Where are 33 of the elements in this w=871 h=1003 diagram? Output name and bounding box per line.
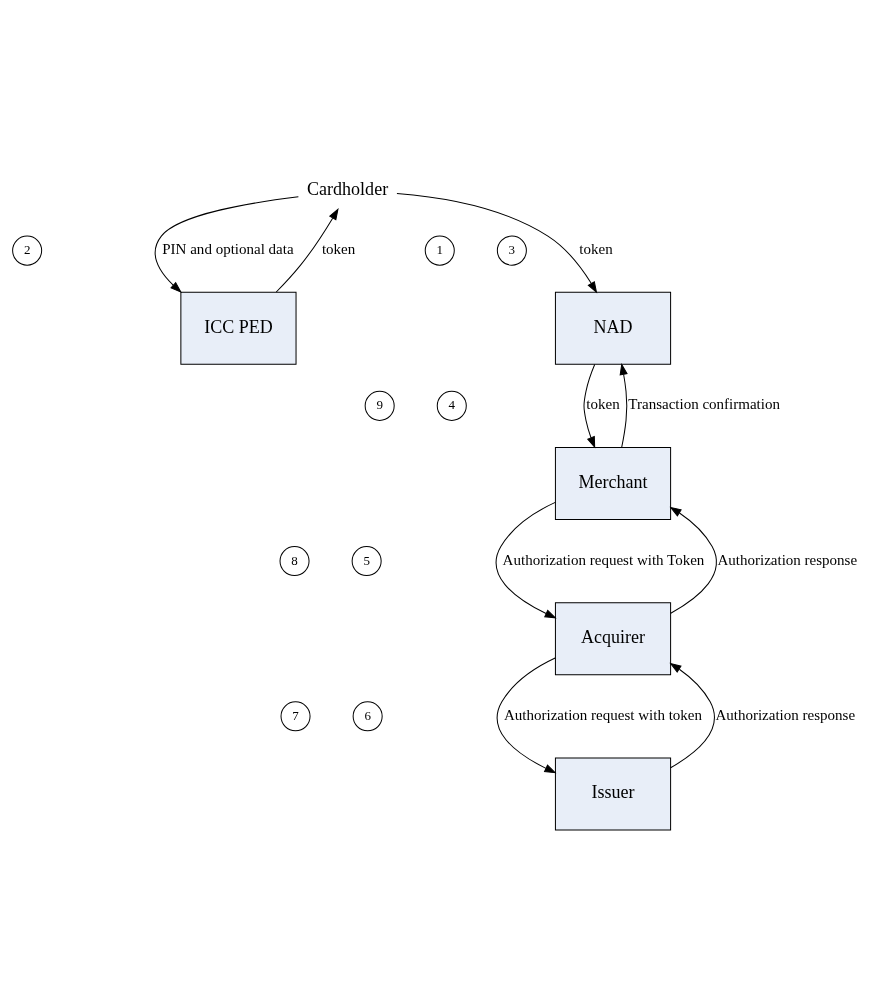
arrow	[670, 507, 717, 614]
arrow	[670, 663, 715, 769]
edge-label: Transaction confirmation	[628, 396, 780, 413]
node-box: Merchant	[554, 446, 672, 521]
arrow	[154, 196, 299, 293]
node-circle: 1	[424, 235, 455, 266]
node-box: NAD	[554, 291, 672, 365]
node-box: Acquirer	[554, 602, 672, 676]
arrow	[583, 364, 596, 448]
edge-label: Authorization response	[717, 551, 858, 568]
arrow	[396, 193, 597, 293]
node-circle: 7	[280, 701, 311, 732]
edge-label: token	[579, 241, 613, 258]
arrow	[619, 364, 628, 448]
node-box: Issuer	[554, 757, 672, 831]
node-circle: 6	[352, 701, 383, 732]
node-circle: 4	[436, 390, 467, 421]
node-text: Cardholder	[307, 179, 389, 200]
node-circle: 3	[496, 235, 527, 266]
edge-label: token	[586, 396, 620, 413]
edge-label: token	[321, 241, 356, 258]
arrow	[496, 657, 556, 774]
edge-label: Authorization response	[715, 706, 856, 723]
edge-label: Authorization request with token	[503, 706, 703, 723]
node-box: ICC PED	[180, 291, 297, 365]
node-circle: 8	[279, 546, 310, 577]
node-circle: 9	[364, 390, 395, 421]
arrow	[275, 208, 339, 293]
edge-label: PIN and optional data	[162, 241, 294, 258]
node-circle: 5	[351, 546, 382, 577]
edge-label: Authorization request with Token	[502, 551, 705, 568]
arrow	[495, 501, 556, 619]
node-circle: 2	[12, 235, 43, 266]
